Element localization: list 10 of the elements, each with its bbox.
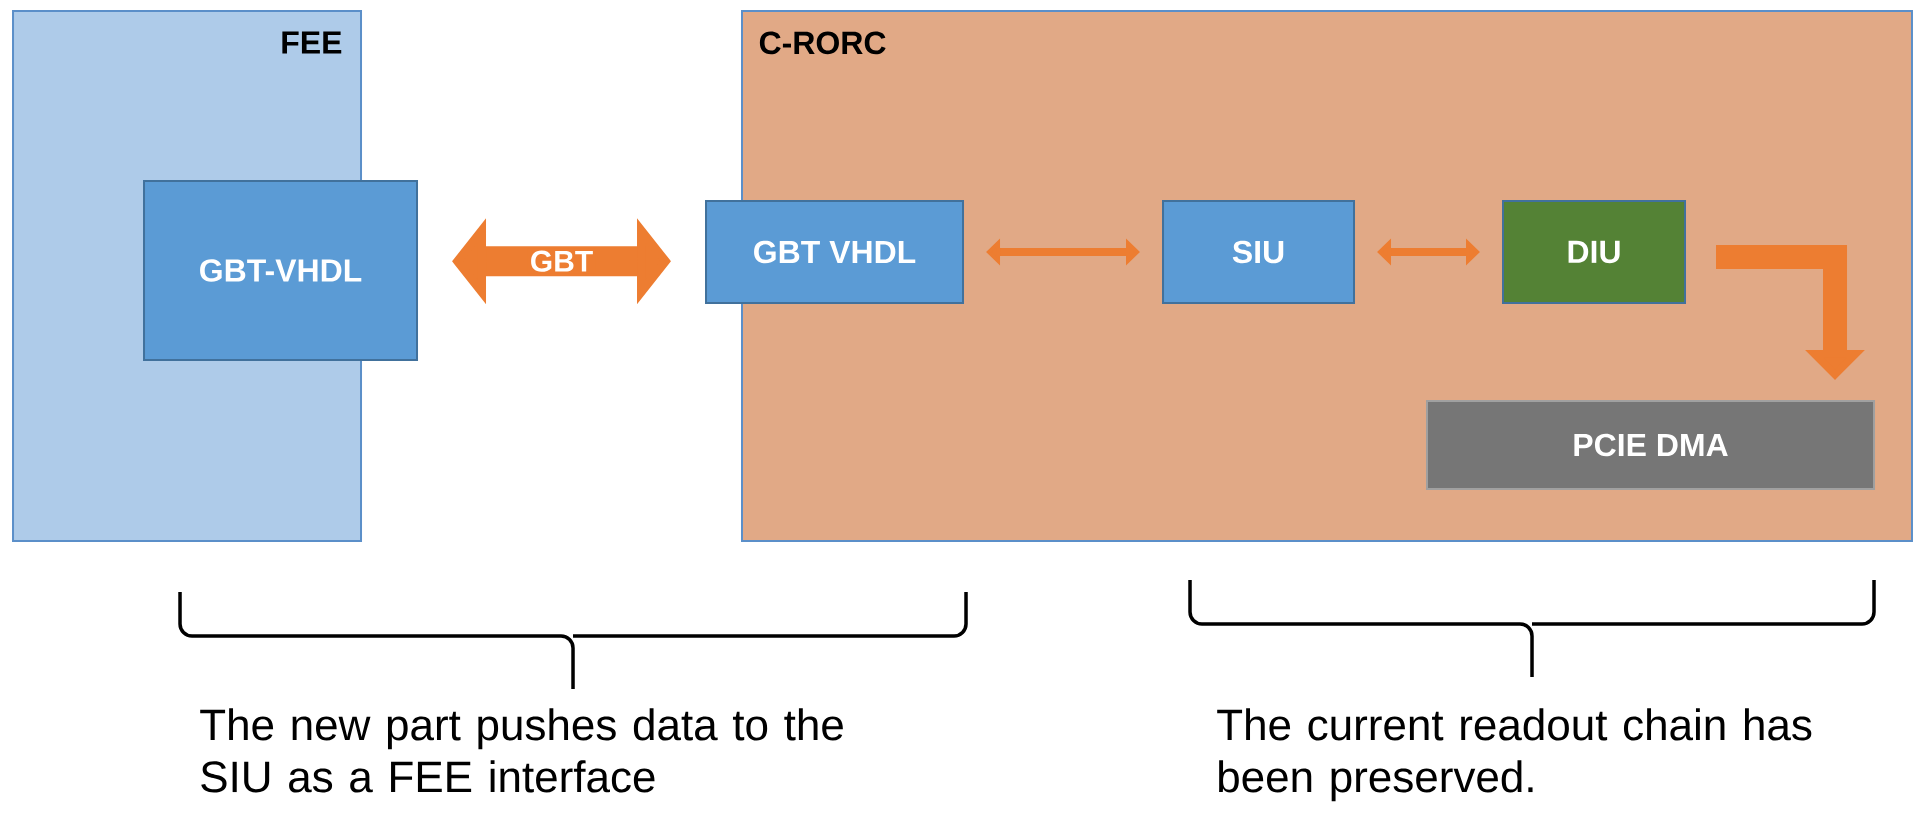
arrow: [1377, 238, 1480, 266]
block-box: SIU: [1162, 200, 1355, 304]
caption-text: The new part pushes data to the SIU as a FEE interface: [200, 708, 843, 793]
block-box: PCIE DMA: [1426, 400, 1875, 490]
block-box: GBT-VHDL: [143, 180, 418, 361]
block-box: GBT VHDL: [705, 200, 964, 304]
block-box: DIU: [1502, 200, 1686, 304]
arrow: [986, 238, 1140, 266]
edge-label: GBT: [531, 250, 593, 272]
caption-text: The current readout chain has been preserved.: [1217, 708, 1812, 802]
